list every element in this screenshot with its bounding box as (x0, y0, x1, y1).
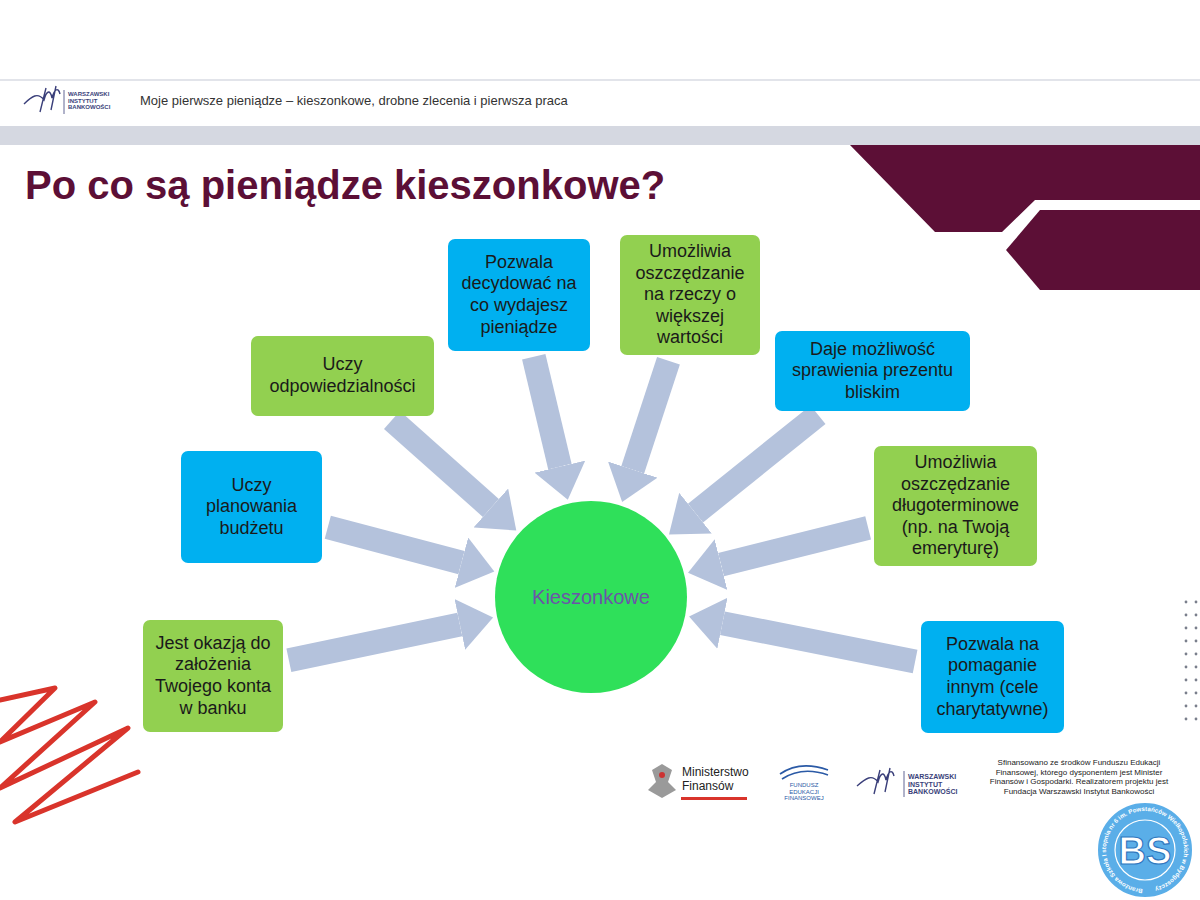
emblem-underline (681, 797, 747, 800)
block-arrow (695, 415, 818, 513)
logo-text: WARSZAWSKI INSTYTUT BANKOWOŚCI (908, 773, 968, 796)
stamp-ring (1115, 820, 1175, 880)
fund-logo-wave (780, 766, 828, 779)
scribble (0, 688, 138, 822)
dot (1195, 640, 1198, 643)
node-text: Umożliwia oszczędzanie na rzeczy o więks… (628, 241, 752, 349)
dot (1195, 666, 1198, 669)
stamp-texts: BSBranżowa Szkoła I stopnia nr 6 im. Pow… (1100, 805, 1190, 895)
slide-title: Po co są pieniądze kieszonkowe? (25, 163, 665, 208)
dot (1185, 627, 1188, 630)
node-text: Kieszonkowe (532, 585, 650, 609)
reason-box: Daje możliwość sprawienia prezentu blisk… (775, 331, 970, 411)
dot (1195, 679, 1198, 682)
block-arrow (721, 528, 868, 565)
reason-box: Umożliwia oszczędzanie na rzeczy o więks… (620, 235, 760, 355)
node-text: Uczy odpowiedzialności (259, 354, 426, 397)
node-text: Pozwala na pomaganie innym (cele charyta… (929, 634, 1056, 720)
logo-divider (904, 771, 905, 797)
node-text: Pozwala decydować na co wydajesz pieniąd… (456, 252, 582, 338)
logo-mark (857, 768, 894, 794)
funding-note: Sfinansowano ze środków Funduszu Edukacj… (980, 758, 1178, 796)
block-arrow (289, 624, 460, 660)
node-text: Uczy planowania budżetu (189, 475, 314, 540)
logo-divider (64, 90, 65, 114)
dot (1185, 640, 1188, 643)
circle-fill (495, 501, 687, 693)
dot (1195, 653, 1198, 656)
dot (1185, 718, 1188, 721)
reason-box: Uczy odpowiedzialności (251, 336, 434, 416)
header-line (0, 79, 1200, 81)
dot (1185, 601, 1188, 604)
reason-box: Jest okazją do założenia Twojego konta w… (143, 620, 283, 732)
logo-text: WARSZAWSKI INSTYTUT BANKOWOŚCI (68, 91, 118, 111)
dot (1185, 653, 1188, 656)
dot (1185, 705, 1188, 708)
dot (1195, 601, 1198, 604)
stamp-ring-text: Branżowa Szkoła I stopnia nr 6 im. Powst… (1100, 805, 1190, 895)
node-text: Umożliwia oszczędzanie długoterminowe (n… (882, 452, 1029, 560)
dot (1185, 666, 1188, 669)
dot (1185, 679, 1188, 682)
node-text: Daje możliwość sprawienia prezentu blisk… (783, 339, 962, 404)
dot (1195, 718, 1198, 721)
reason-box: Pozwala na pomaganie innym (cele charyta… (921, 621, 1064, 733)
stamp (1097, 802, 1193, 898)
reason-box: Umożliwia oszczędzanie długoterminowe (n… (874, 446, 1037, 566)
fund-name: FUNDUSZ EDUKACJI FINANSOWEJ (776, 782, 832, 802)
block-arrow (633, 361, 669, 470)
header-band (0, 126, 1200, 145)
dot (1195, 614, 1198, 617)
dot (1195, 692, 1198, 695)
reason-box: Pozwala decydować na co wydajesz pieniąd… (448, 239, 590, 351)
dot (1195, 705, 1198, 708)
ministry-name: Ministerstwo Finansów (682, 766, 762, 794)
logo-mark (24, 86, 60, 112)
block-arrow (328, 527, 462, 562)
emblem-crown (659, 772, 665, 778)
header-text: Moje pierwsze pieniądze – kieszonkowe, d… (140, 93, 568, 108)
dot (1195, 627, 1198, 630)
block-arrow (392, 420, 491, 508)
corner-shape (1006, 210, 1200, 290)
reason-box: Uczy planowania budżetu (181, 451, 322, 563)
dot (1185, 692, 1188, 695)
block-arrow (534, 357, 560, 467)
block-arrow (722, 623, 915, 661)
dot-grid (1185, 601, 1198, 721)
emblem (648, 764, 676, 798)
stamp-letters: BS (1119, 830, 1172, 872)
node-text: Jest okazją do założenia Twojego konta w… (151, 633, 275, 719)
center-circle: Kieszonkowe (495, 501, 687, 693)
dot (1185, 614, 1188, 617)
